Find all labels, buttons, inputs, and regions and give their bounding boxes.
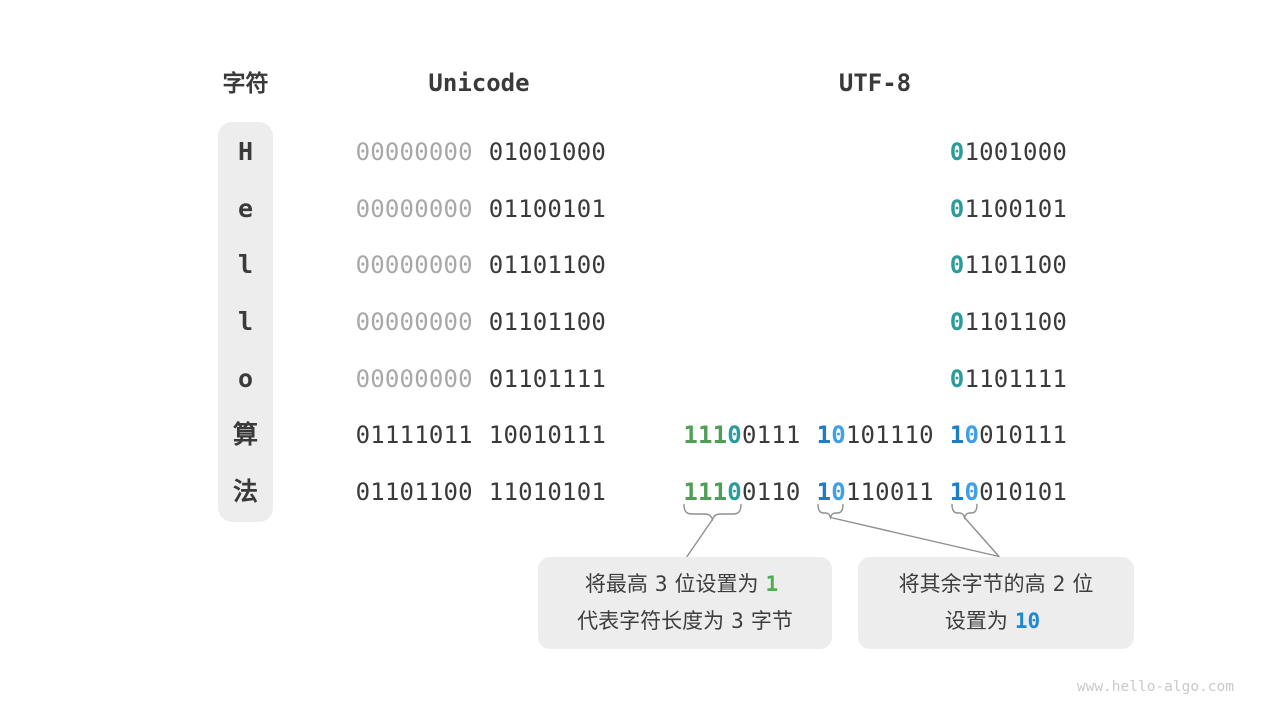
utf8-leading-ones: 111 [683, 478, 728, 506]
callout-text: 将最高 [584, 573, 648, 596]
unicode-high-byte: 00000000 [355, 195, 473, 223]
header-unicode: Unicode [428, 69, 530, 97]
utf8-continuation-one: 1 [949, 421, 965, 449]
callout-line: 将最高 3 位设置为 1 [538, 566, 832, 603]
utf8-terminating-zero: 0 [727, 421, 742, 449]
callout-leading-bits: 将最高 3 位设置为 1 代表字符长度为 3 字节 [538, 557, 832, 649]
utf8-value: 01101100 [950, 307, 1067, 337]
callout-text: 代表字符长度为 [577, 610, 725, 633]
connector-line-continuation-byte3 [963, 516, 1000, 558]
char-label: e [237, 194, 254, 223]
utf8-payload-bits: 0110 [741, 478, 801, 506]
callout-line: 设置为 10 [858, 603, 1134, 640]
utf8-payload-bits: 1001000 [964, 138, 1067, 166]
callout-text: 将其余字节的高 [898, 573, 1046, 596]
unicode-value: 00000000 01100101 [356, 194, 606, 224]
utf8-continuation-one: 1 [816, 421, 832, 449]
unicode-value: 01101100 11010101 [356, 477, 606, 507]
utf8-payload-bits: 110011 [845, 478, 934, 506]
unicode-high-byte: 01101100 [355, 478, 473, 506]
callout-text: 字节 [750, 610, 793, 633]
unicode-low-byte: 01101100 [488, 308, 606, 336]
utf8-payload-bits: 010111 [979, 421, 1067, 449]
utf8-payload-bits: 0111 [741, 421, 801, 449]
utf8-payload-bits: 1100101 [964, 195, 1067, 223]
unicode-value: 00000000 01101100 [356, 307, 606, 337]
char-label: 算 [232, 420, 258, 449]
connector-line-leading-bits [686, 518, 714, 558]
unicode-high-byte: 01111011 [355, 421, 473, 449]
utf8-continuation-one: 1 [816, 478, 832, 506]
utf8-continuation-zero: 0 [964, 478, 980, 506]
watermark: www.hello-algo.com [1076, 679, 1234, 695]
char-label: l [237, 307, 254, 336]
callout-text: 设置为 [944, 610, 1008, 633]
char-label: H [237, 137, 254, 166]
utf8-value: 01001000 [950, 137, 1067, 167]
character-column-background [218, 122, 273, 522]
callout-number: 3 [654, 572, 668, 596]
utf8-prefix-bit: 0 [949, 138, 965, 166]
callout-number: 2 [1052, 572, 1066, 596]
unicode-low-byte: 11010101 [488, 478, 606, 506]
utf8-payload-bits: 101110 [845, 421, 934, 449]
unicode-value: 00000000 01101100 [356, 250, 606, 280]
callout-text: 位 [1072, 573, 1094, 596]
char-label: l [237, 250, 254, 279]
utf8-prefix-bit: 0 [949, 195, 965, 223]
callout-number-blue: 10 [1014, 609, 1041, 633]
utf8-prefix-bit: 0 [949, 251, 965, 279]
callout-number-green: 1 [765, 572, 779, 596]
callout-text: 位设置为 [674, 573, 759, 596]
unicode-high-byte: 00000000 [355, 308, 473, 336]
utf8-prefix-bit: 0 [949, 308, 965, 336]
utf8-value: 01100101 [950, 194, 1067, 224]
utf8-terminating-zero: 0 [727, 478, 742, 506]
unicode-low-byte: 01101100 [488, 251, 606, 279]
unicode-low-byte: 01100101 [488, 195, 606, 223]
unicode-low-byte: 10010111 [488, 421, 606, 449]
unicode-value: 00000000 01001000 [356, 137, 606, 167]
unicode-high-byte: 00000000 [355, 365, 473, 393]
unicode-value: 01111011 10010111 [356, 420, 606, 450]
utf8-value: 01101100 [950, 250, 1067, 280]
utf8-continuation-zero: 0 [831, 478, 846, 506]
utf8-continuation-one: 1 [949, 478, 965, 506]
utf8-payload-bits: 1101100 [964, 308, 1067, 336]
utf8-continuation-zero: 0 [964, 421, 980, 449]
unicode-high-byte: 00000000 [355, 138, 473, 166]
utf8-value: 01101111 [950, 364, 1067, 394]
header-utf8: UTF-8 [838, 69, 912, 97]
connector-line-continuation-byte2 [829, 516, 1000, 558]
unicode-low-byte: 01001000 [488, 138, 606, 166]
utf8-prefix-bit: 0 [949, 365, 965, 393]
utf8-payload-bits: 010101 [979, 478, 1067, 506]
char-label: 法 [232, 477, 258, 506]
header-character: 字符 [222, 70, 269, 96]
unicode-low-byte: 01101111 [488, 365, 606, 393]
utf8-payload-bits: 1101111 [964, 365, 1067, 393]
utf8-continuation-zero: 0 [831, 421, 846, 449]
utf8-leading-ones: 111 [683, 421, 728, 449]
unicode-high-byte: 00000000 [355, 251, 473, 279]
callout-number: 3 [731, 609, 744, 633]
char-label: o [237, 364, 254, 393]
unicode-value: 00000000 01101111 [356, 364, 606, 394]
utf8-payload-bits: 1101100 [964, 251, 1067, 279]
callout-line: 代表字符长度为 3 字节 [538, 603, 832, 640]
